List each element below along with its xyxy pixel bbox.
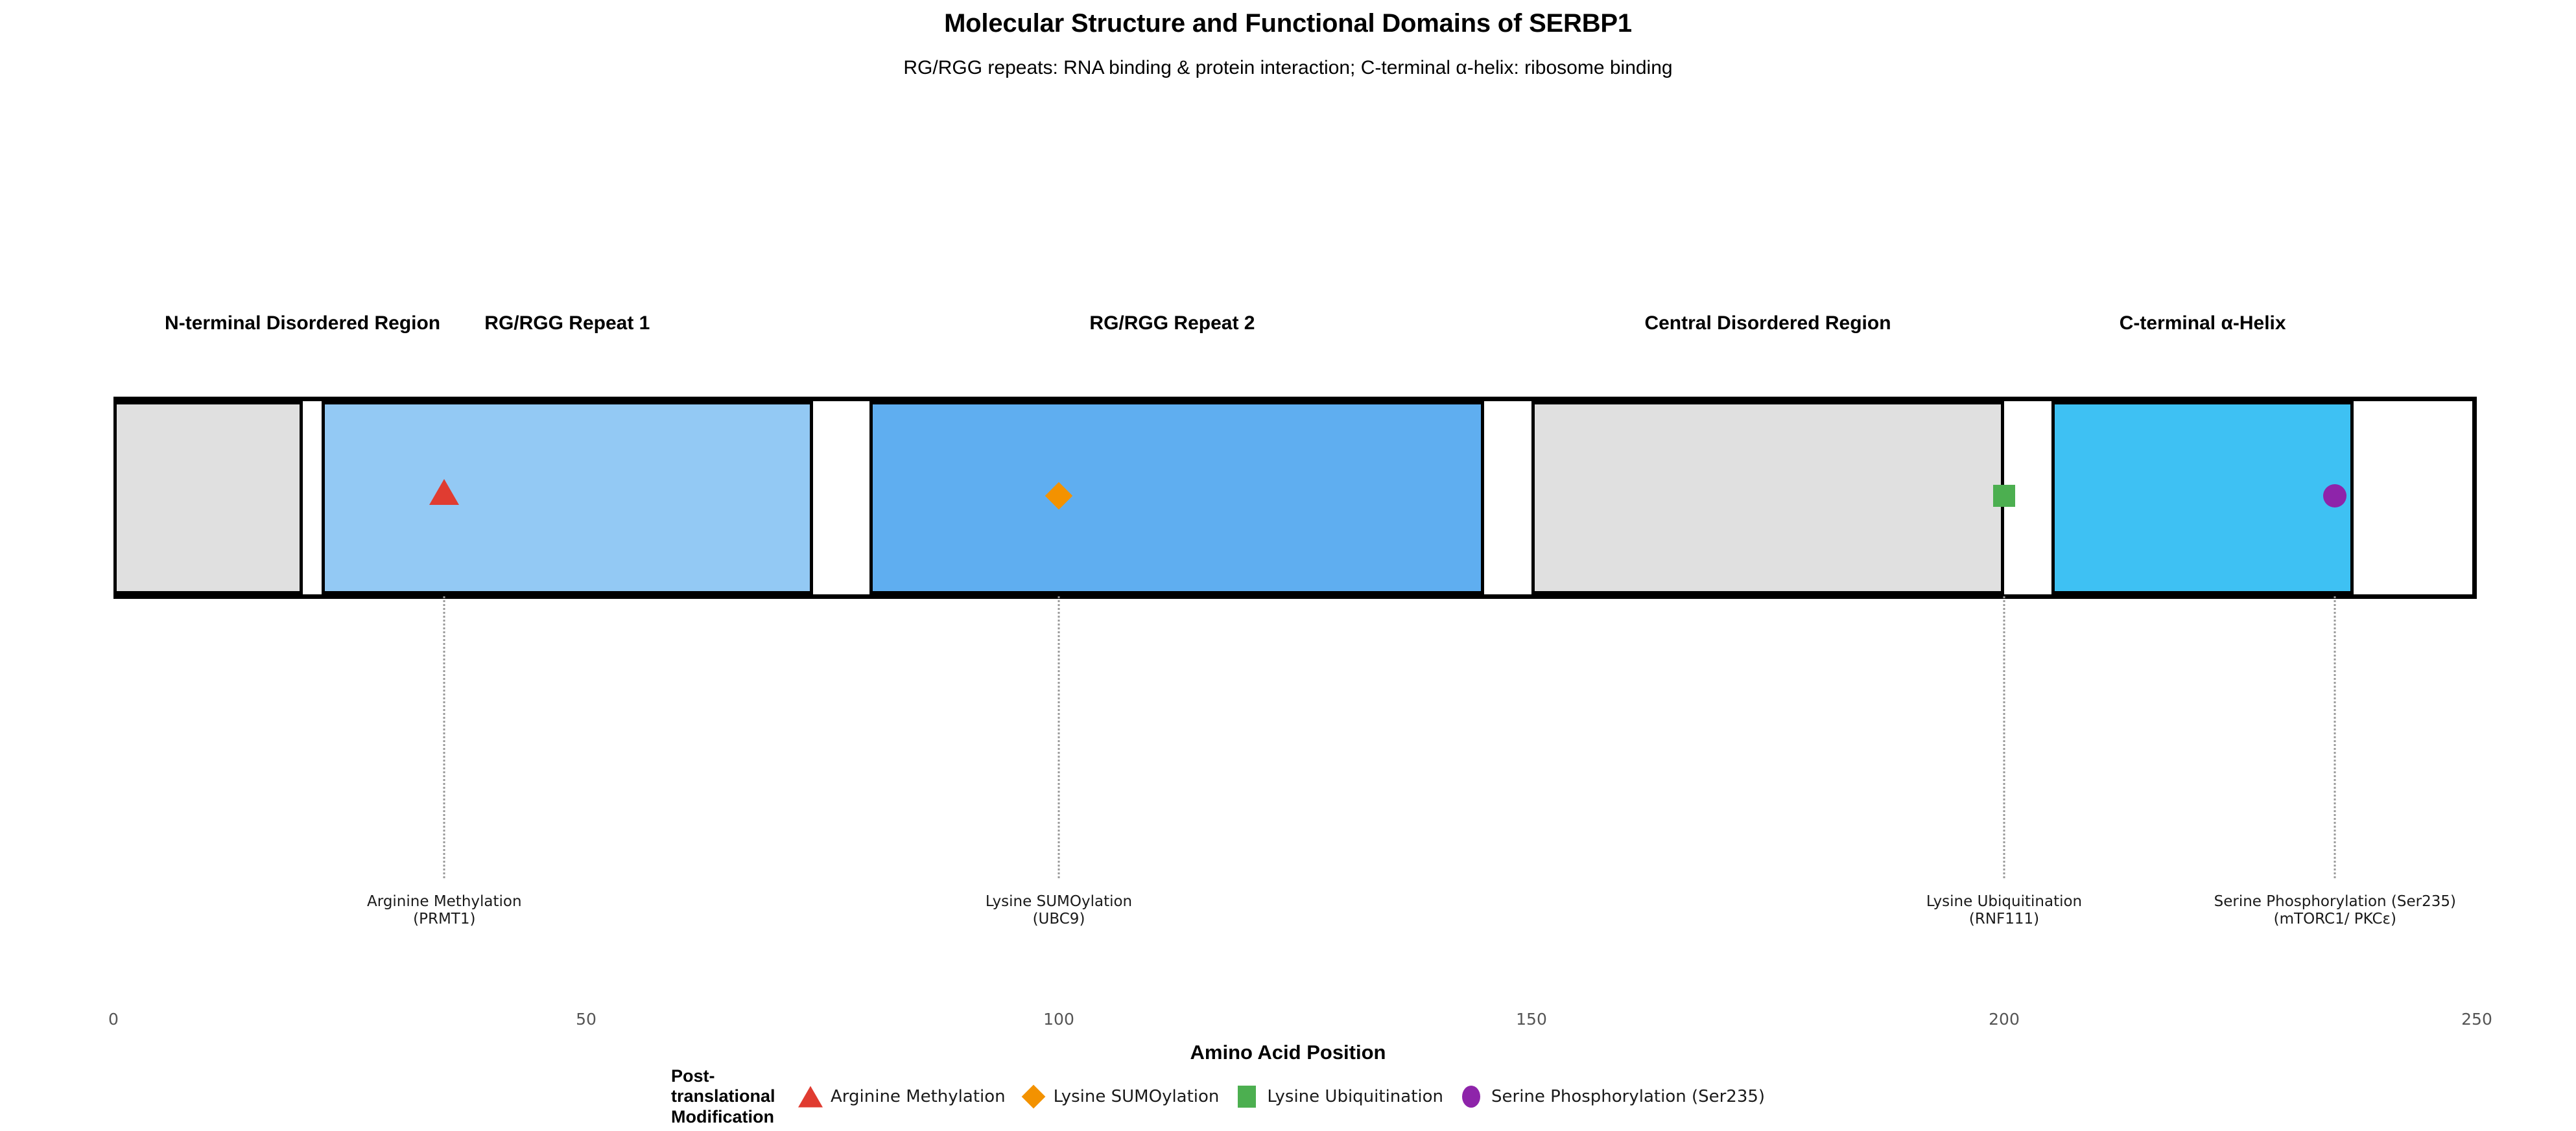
ptm-annotation-enzyme: (UBC9) — [1032, 911, 1085, 928]
ptm-annotation: Serine Phosphorylation (Ser235)(mTORC1/ … — [2214, 893, 2456, 928]
ptm-leader-line — [1058, 596, 1060, 878]
domain-block[interactable] — [869, 401, 1485, 594]
ptm-annotation-name: Serine Phosphorylation (Ser235) — [2214, 893, 2456, 910]
legend-title: Post-translational Modification — [671, 1066, 783, 1127]
ptm-annotation: Arginine Methylation(PRMT1) — [367, 893, 522, 928]
domain-label: RG/RGG Repeat 2 — [1089, 312, 1255, 334]
ptm-annotation-name: Lysine Ubiquitination — [1926, 893, 2083, 910]
square-icon[interactable] — [1993, 485, 2015, 507]
ptm-annotation-enzyme: (mTORC1/ PKCε) — [2273, 911, 2396, 928]
legend-entry[interactable]: Serine Phosphorylation (Ser235) — [1460, 1084, 1765, 1110]
domain-block[interactable] — [321, 401, 813, 594]
triangle-icon[interactable] — [429, 479, 460, 505]
ptm-annotation: Lysine SUMOylation(UBC9) — [986, 893, 1132, 928]
ptm-annotation-enzyme: (PRMT1) — [413, 911, 476, 928]
diamond-icon — [1021, 1084, 1046, 1110]
legend-entry-label: Arginine Methylation — [831, 1086, 1006, 1106]
x-axis-tick-label: 200 — [1989, 1010, 2020, 1029]
ptm-leader-line — [2003, 596, 2005, 878]
legend-title-line-1: Post-translational — [671, 1066, 775, 1106]
legend-entry-label: Lysine SUMOylation — [1053, 1086, 1220, 1106]
legend-entries: Arginine Methylation Lysine SUMOylation Ly… — [783, 1084, 1765, 1110]
x-axis-tick-label: 150 — [1516, 1010, 1547, 1029]
circle-icon[interactable] — [2323, 484, 2347, 507]
legend-entry[interactable]: Arginine Methylation — [798, 1084, 1006, 1110]
domain-label: RG/RGG Repeat 1 — [484, 312, 650, 334]
x-axis-title: Amino Acid Position — [1190, 1041, 1386, 1064]
legend-entry-label: Lysine Ubiquitination — [1267, 1086, 1444, 1106]
ptm-annotation-name: Arginine Methylation — [367, 893, 522, 910]
legend: Post-translational Modification Arginine… — [671, 1066, 1765, 1127]
domain-block[interactable] — [113, 401, 303, 594]
domain-block[interactable] — [2051, 401, 2354, 594]
triangle-icon — [798, 1084, 823, 1110]
x-axis-tick-label: 100 — [1043, 1010, 1074, 1029]
legend-entry[interactable]: Lysine SUMOylation — [1021, 1084, 1220, 1110]
ptm-annotation-name: Lysine SUMOylation — [985, 893, 1133, 910]
ptm-leader-line — [443, 596, 445, 878]
x-axis-tick-label: 50 — [576, 1010, 597, 1029]
domain-block[interactable] — [1531, 401, 2004, 594]
circle-icon — [1460, 1084, 1482, 1110]
domain-label: C-terminal α-Helix — [2119, 312, 2286, 334]
domain-label: N-terminal Disordered Region — [165, 312, 441, 334]
page-title: Molecular Structure and Functional Domai… — [944, 9, 1632, 38]
ptm-annotation: Lysine Ubiquitination(RNF111) — [1926, 893, 2082, 928]
legend-entry-label: Serine Phosphorylation (Ser235) — [1491, 1086, 1766, 1106]
domain-label: Central Disordered Region — [1644, 312, 1891, 334]
ptm-leader-line — [2334, 596, 2336, 878]
x-axis-tick-label: 0 — [108, 1010, 119, 1029]
legend-title-line-2: Modification — [671, 1106, 774, 1126]
square-icon — [1236, 1084, 1258, 1110]
legend-entry[interactable]: Lysine Ubiquitination — [1236, 1084, 1443, 1110]
page-subtitle: RG/RGG repeats: RNA binding & protein in… — [903, 57, 1673, 78]
ptm-annotation-enzyme: (RNF111) — [1968, 911, 2040, 928]
x-axis-tick-label: 250 — [2461, 1010, 2492, 1029]
